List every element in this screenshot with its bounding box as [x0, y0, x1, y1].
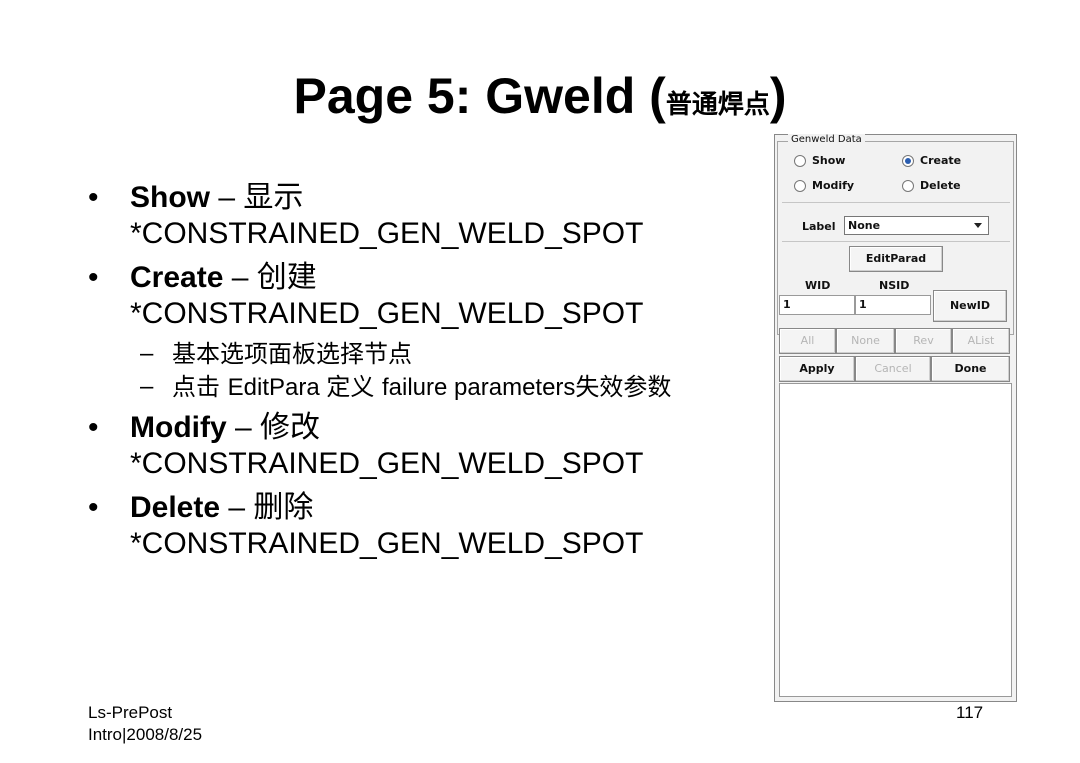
radio-create[interactable]: Create: [902, 154, 961, 168]
apply-button[interactable]: Apply: [779, 356, 855, 382]
wid-header: WID: [805, 279, 831, 292]
bullet-keyword-name: *CONSTRAINED_GEN_WELD_SPOT: [130, 217, 644, 250]
editparad-button[interactable]: EditParad: [849, 246, 943, 272]
bullet-separator: –: [220, 491, 254, 524]
label-dropdown-value: None: [848, 219, 881, 232]
sub-text: 基本选项面板选择节点: [172, 340, 412, 368]
bullet-separator: –: [226, 411, 261, 444]
divider: [782, 202, 1010, 203]
genweld-panel: Genweld Data Show Create Modify Delete L…: [774, 134, 1017, 702]
done-button[interactable]: Done: [931, 356, 1010, 382]
bullet-separator: –: [210, 181, 244, 214]
bullet-chinese: 删除: [253, 490, 314, 525]
genweld-data-group: Genweld Data Show Create Modify Delete L…: [777, 134, 1014, 335]
radio-circle-icon: [794, 180, 806, 192]
label-dropdown[interactable]: None: [844, 216, 989, 235]
sub-text-cn: 点击: [172, 373, 228, 401]
sub-dash: –: [140, 340, 154, 367]
bullet-dot: •: [88, 411, 99, 444]
rev-button[interactable]: Rev: [895, 328, 952, 354]
radio-delete[interactable]: Delete: [902, 179, 961, 193]
radio-modify[interactable]: Modify: [794, 179, 854, 193]
slide-title: Page 5: Gweld (普通焊点): [0, 64, 1080, 137]
all-button[interactable]: All: [779, 328, 836, 354]
bullet-modify: • Modify – 修改 *CONSTRAINED_GEN_WELD_SPOT: [88, 410, 738, 482]
radio-circle-icon: [794, 155, 806, 167]
radio-label: Modify: [812, 179, 855, 192]
bullet-show: • Show – 显示 *CONSTRAINED_GEN_WELD_SPOT: [88, 180, 738, 252]
bullet-create: • Create – 创建 *CONSTRAINED_GEN_WELD_SPOT: [88, 260, 738, 332]
radio-circle-icon: [902, 180, 914, 192]
divider: [782, 241, 1010, 242]
bullet-separator: –: [223, 261, 257, 294]
sub-dash: –: [140, 373, 154, 400]
bullet-chinese: 显示: [243, 180, 304, 215]
bullet-dot: •: [88, 181, 99, 214]
bullet-dot: •: [88, 261, 99, 294]
newid-button[interactable]: NewID: [933, 290, 1007, 322]
sub-bullet-editpara: – 点击 EditPara 定义 failure parameters失效参数: [130, 373, 738, 402]
label-caption: Label: [802, 220, 836, 233]
cancel-button[interactable]: Cancel: [855, 356, 931, 382]
bullet-keyword: Create: [130, 261, 224, 294]
bullet-list: • Show – 显示 *CONSTRAINED_GEN_WELD_SPOT •…: [88, 180, 738, 570]
chevron-down-icon: [974, 223, 982, 228]
none-button[interactable]: None: [836, 328, 895, 354]
bullet-keyword: Delete: [130, 491, 221, 524]
bullet-dot: •: [88, 491, 99, 524]
bullet-keyword-name: *CONSTRAINED_GEN_WELD_SPOT: [130, 447, 644, 480]
entity-list[interactable]: [779, 383, 1012, 697]
bullet-keyword-name: *CONSTRAINED_GEN_WELD_SPOT: [130, 527, 644, 560]
radio-label: Delete: [920, 179, 961, 192]
sub-text-en: failure parameters: [382, 374, 576, 401]
footer-info: Ls-PrePost Intro|2008/8/25: [88, 702, 202, 746]
bullet-keyword: Modify: [130, 411, 227, 444]
sub-bullet-select-nodes: – 基本选项面板选择节点: [130, 340, 738, 369]
radio-label: Create: [920, 154, 962, 167]
nsid-header: NSID: [879, 279, 910, 292]
bullet-keyword: Show: [130, 181, 210, 214]
page-number: 117: [956, 703, 984, 722]
bullet-chinese: 修改: [260, 410, 321, 445]
radio-show[interactable]: Show: [794, 154, 845, 168]
title-chinese: 普通焊点: [665, 90, 770, 120]
footer-date: Intro|2008/8/25: [88, 725, 203, 744]
radio-checked-icon: [902, 155, 914, 167]
wid-input[interactable]: 1: [779, 295, 855, 315]
title-paren-close: ): [769, 68, 787, 124]
bullet-keyword-name: *CONSTRAINED_GEN_WELD_SPOT: [130, 297, 644, 330]
bullet-chinese: 创建: [256, 260, 317, 295]
group-title: Genweld Data: [788, 134, 865, 145]
title-main: Page 5: Gweld: [293, 68, 650, 124]
alist-button[interactable]: AList: [952, 328, 1010, 354]
radio-label: Show: [812, 154, 846, 167]
sub-text-en: EditPara: [227, 374, 327, 401]
sub-text-cn: 定义: [326, 373, 382, 401]
nsid-input[interactable]: 1: [855, 295, 931, 315]
footer-app-name: Ls-PrePost: [88, 703, 173, 722]
title-paren-open: (: [649, 68, 666, 124]
sub-text-cn: 失效参数: [575, 373, 672, 401]
bullet-delete: • Delete – 删除 *CONSTRAINED_GEN_WELD_SPOT: [88, 490, 738, 562]
